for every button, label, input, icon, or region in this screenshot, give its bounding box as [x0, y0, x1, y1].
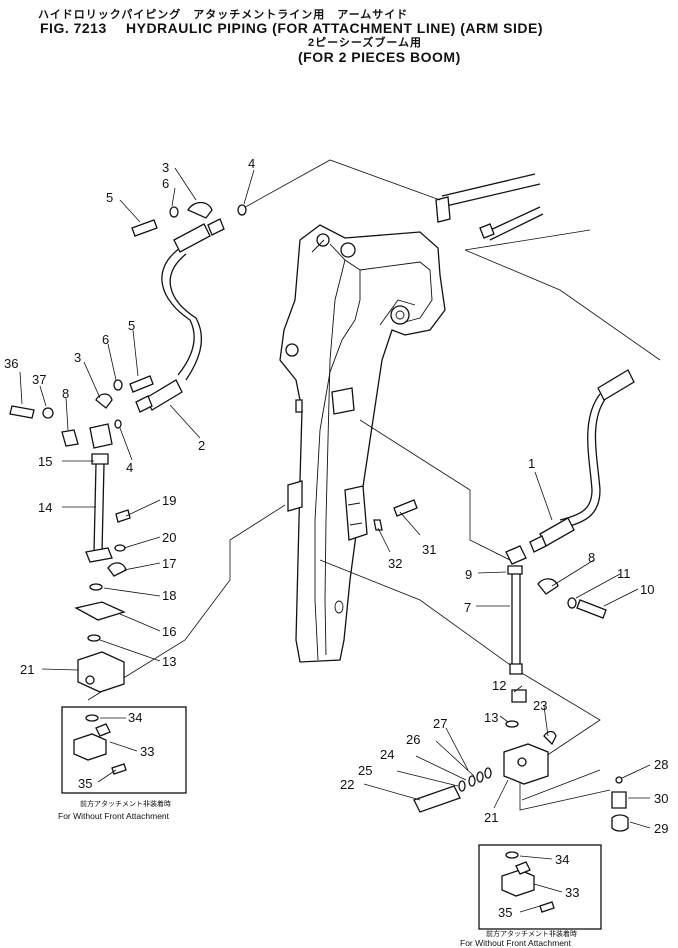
label-part-27: 27 [433, 716, 447, 731]
label-part-1: 1 [528, 456, 535, 471]
label-part-26: 26 [406, 732, 420, 747]
label-part-6-top: 6 [162, 176, 169, 191]
label-part-37: 37 [32, 372, 46, 387]
label-part-5-mid: 5 [128, 318, 135, 333]
label-part-33-right: 33 [565, 885, 579, 900]
part-labels: 1 2 3 3 4 4 5 5 6 6 7 8 8 9 10 11 12 13 … [4, 156, 668, 920]
label-part-35-left: 35 [78, 776, 92, 791]
figure-title: HYDRAULIC PIPING (FOR ATTACHMENT LINE) (… [126, 20, 543, 36]
pipe-assembly-right [373, 499, 629, 832]
label-part-5-top: 5 [106, 190, 113, 205]
label-part-12: 12 [492, 678, 506, 693]
label-part-3-top: 3 [162, 160, 169, 175]
label-part-35-right: 35 [498, 905, 512, 920]
label-part-14: 14 [38, 500, 52, 515]
arm-structure [279, 173, 544, 663]
label-part-18: 18 [162, 588, 176, 603]
label-part-21-left: 21 [20, 662, 34, 677]
label-part-9: 9 [465, 567, 472, 582]
japanese-subtitle: 2ピーシーズブーム用 [308, 37, 423, 49]
label-part-22: 22 [340, 777, 354, 792]
label-part-34-right: 34 [555, 852, 569, 867]
figure-header: ハイドロリックパイピング アタッチメントライン用 アームサイド FIG. 721… [0, 0, 678, 70]
label-part-28: 28 [654, 757, 668, 772]
fasteners-left [9, 201, 247, 447]
note-left-jp: 前方アタッチメント非装着時 [80, 799, 171, 808]
label-part-8-left: 8 [62, 386, 69, 401]
label-part-7: 7 [464, 600, 471, 615]
label-part-32: 32 [388, 556, 402, 571]
label-part-36: 36 [4, 356, 18, 371]
label-part-25: 25 [358, 763, 372, 778]
label-part-13-left: 13 [162, 654, 176, 669]
label-part-16: 16 [162, 624, 176, 639]
figure-subtitle: (FOR 2 PIECES BOOM) [298, 49, 461, 65]
label-part-6-mid: 6 [102, 332, 109, 347]
label-part-31: 31 [422, 542, 436, 557]
label-part-29: 29 [654, 821, 668, 836]
label-part-20: 20 [162, 530, 176, 545]
note-right-jp: 前方アタッチメント非装着時 [486, 929, 577, 938]
label-part-21-right: 21 [484, 810, 498, 825]
hose-2 [135, 218, 225, 413]
reference-lines [87, 159, 661, 811]
label-part-8-right: 8 [588, 550, 595, 565]
label-part-19: 19 [162, 493, 176, 508]
label-part-2: 2 [198, 438, 205, 453]
label-part-24: 24 [380, 747, 394, 762]
label-part-13-right: 13 [484, 710, 498, 725]
label-part-30: 30 [654, 791, 668, 806]
label-part-15: 15 [38, 454, 52, 469]
inset-box-right [478, 844, 602, 930]
figure-number: FIG. 7213 [40, 20, 107, 36]
note-right-en: For Without Front Attachment [460, 938, 572, 948]
label-part-3-mid: 3 [74, 350, 81, 365]
note-left-en: For Without Front Attachment [58, 811, 170, 821]
label-part-4-top: 4 [248, 156, 255, 171]
pipe-assembly-left [74, 423, 131, 693]
label-part-33-left: 33 [140, 744, 154, 759]
leader-lines [19, 167, 651, 913]
label-part-34-left: 34 [128, 710, 142, 725]
label-part-10: 10 [640, 582, 654, 597]
inset-notes: 前方アタッチメント非装着時 For Without Front Attachme… [58, 799, 577, 948]
label-part-23: 23 [533, 698, 547, 713]
label-part-4-mid: 4 [126, 460, 133, 475]
japanese-title: ハイドロリックパイピング アタッチメントライン用 アームサイド [38, 9, 409, 21]
hose-1 [529, 369, 635, 553]
label-part-17: 17 [162, 556, 176, 571]
label-part-11: 11 [617, 566, 631, 581]
